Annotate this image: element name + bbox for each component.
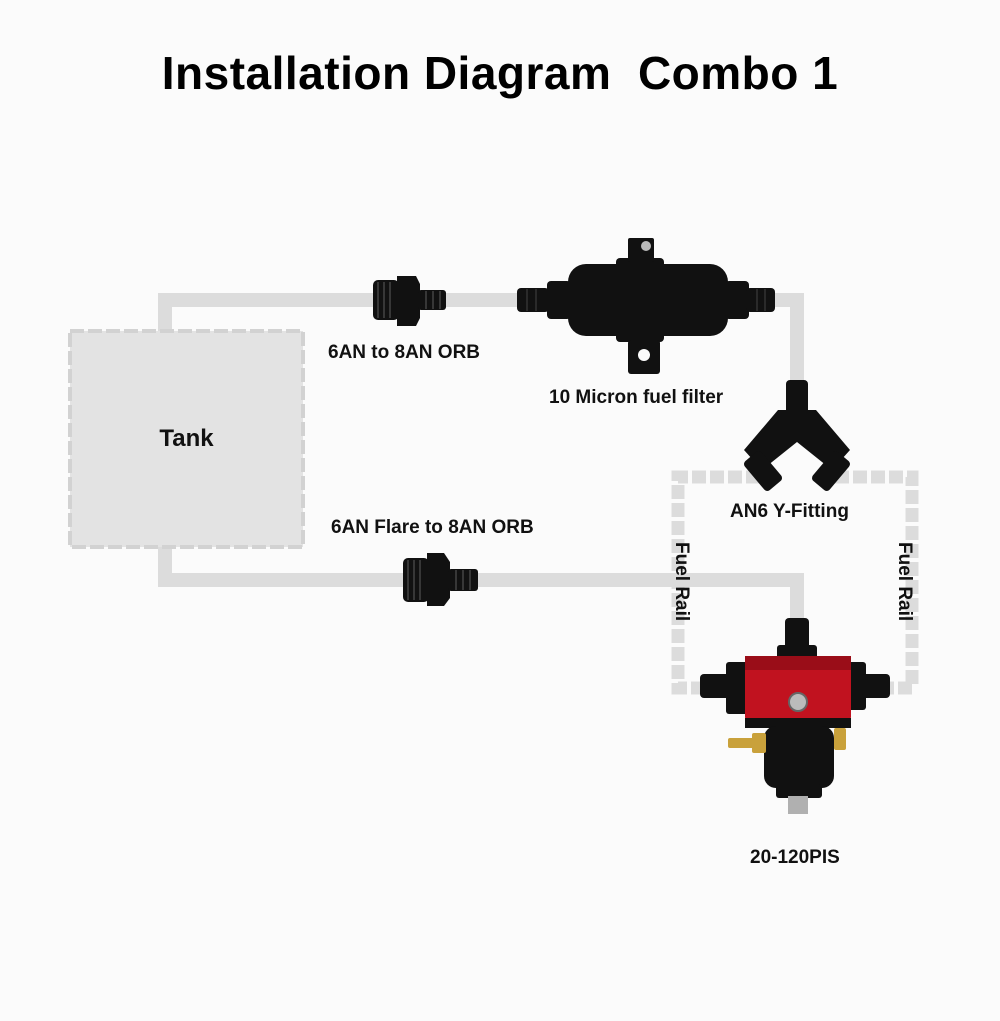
tank-box bbox=[68, 329, 305, 549]
fuel-rail-left-label: Fuel Rail bbox=[671, 542, 692, 622]
line-filter-to-y bbox=[770, 293, 804, 385]
y-fitting-label: AN6 Y-Fitting bbox=[730, 501, 849, 522]
fuel-filter-icon bbox=[517, 238, 775, 374]
line-tank-to-regulator bbox=[158, 547, 804, 620]
fitting-bottom-icon bbox=[403, 553, 478, 606]
fitting-bottom-label: 6AN Flare to 8AN ORB bbox=[331, 517, 534, 538]
filter-label: 10 Micron fuel filter bbox=[549, 387, 724, 408]
line-tank-to-filter bbox=[158, 293, 520, 334]
fitting-top-label: 6AN to 8AN ORB bbox=[328, 342, 481, 363]
regulator-icon bbox=[700, 618, 890, 814]
fuel-rail-right-label: Fuel Rail bbox=[894, 542, 915, 622]
fitting-top-icon bbox=[373, 276, 446, 326]
regulator-label: 20-120PIS bbox=[750, 847, 840, 868]
page-title: Installation Diagram Combo 1 bbox=[161, 47, 839, 99]
tank-label: Tank bbox=[159, 425, 214, 452]
y-fitting-icon bbox=[743, 380, 851, 491]
